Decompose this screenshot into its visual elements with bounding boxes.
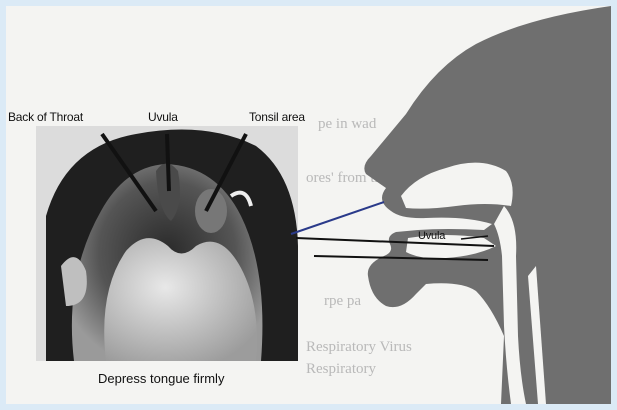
diagram-sheet: pe in wad ores' from the to rpe pa Respi… (6, 6, 611, 404)
caption: Depress tongue firmly (98, 371, 224, 386)
diagram-graphics (6, 6, 611, 404)
label-back-of-throat: Back of Throat (8, 110, 83, 124)
label-uvula: Uvula (148, 110, 178, 124)
swab-line-nasal (291, 202, 384, 234)
label-uvula-profile: Uvula (418, 230, 445, 242)
pointer-uvula (167, 134, 169, 191)
label-tonsil-area: Tonsil area (249, 110, 305, 124)
tonsil-shape (195, 189, 227, 233)
head-silhouette (364, 6, 611, 404)
